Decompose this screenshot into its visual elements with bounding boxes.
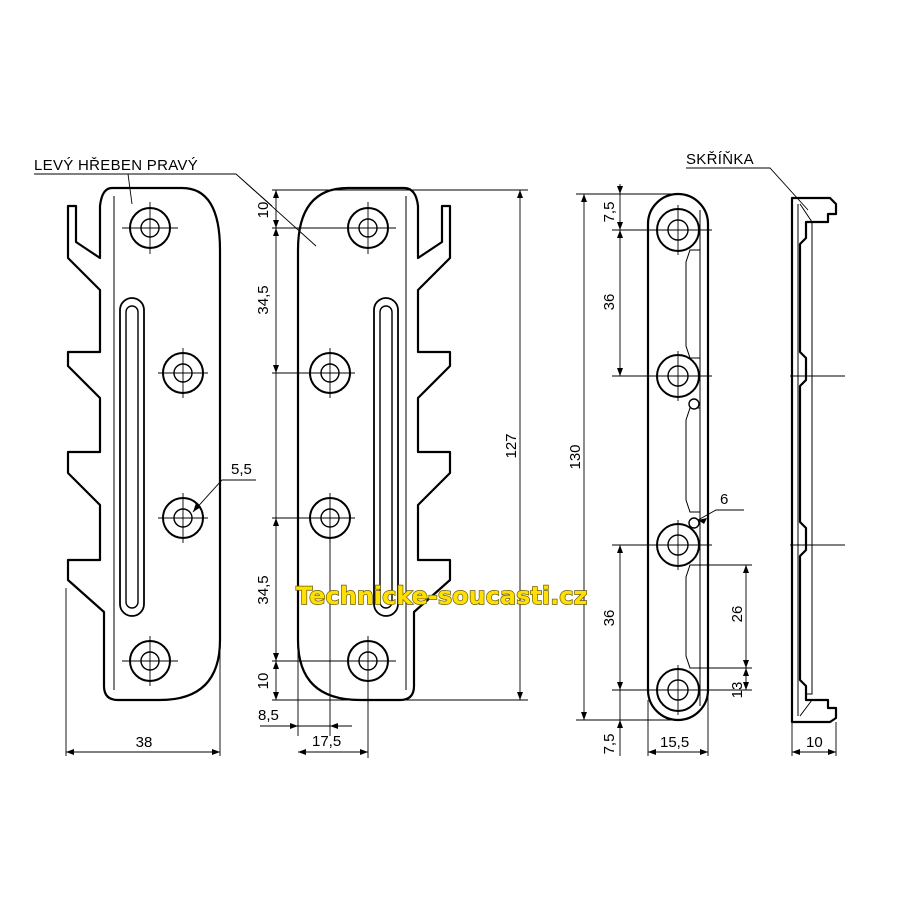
right-comb-holes xyxy=(305,202,396,686)
dim-label-38: 38 xyxy=(136,734,153,751)
dimension-15-5 xyxy=(647,690,709,756)
cabinet-plate-side xyxy=(790,196,845,724)
dimension-26-13 xyxy=(700,564,752,691)
dim-label-10-side: 10 xyxy=(806,734,823,751)
dim-label-5-5: 5,5 xyxy=(231,461,252,478)
dimension-10-side xyxy=(791,722,837,756)
dim-label-36-bottom: 36 xyxy=(601,610,618,627)
dim-label-13: 13 xyxy=(729,682,746,699)
dimension-5-5-leader xyxy=(192,479,256,513)
dim-label-6: 6 xyxy=(720,491,728,508)
dim-label-17-5: 17,5 xyxy=(312,733,341,750)
dimension-chain-left xyxy=(272,189,404,701)
dimension-127 xyxy=(400,189,528,701)
dim-label-7-5-top: 7,5 xyxy=(601,202,618,223)
dim-label-26: 26 xyxy=(729,606,746,623)
cabinet-label-leader xyxy=(686,167,809,211)
dim-label-7-5-bottom: 7,5 xyxy=(601,734,618,755)
dim-label-15-5: 15,5 xyxy=(660,734,689,751)
dim-label-127: 127 xyxy=(503,433,520,458)
dim-label-36-top: 36 xyxy=(601,294,618,311)
left-comb-part xyxy=(66,186,222,702)
dimension-chain-plate xyxy=(612,184,656,756)
right-comb-part xyxy=(296,186,452,702)
left-comb-holes xyxy=(122,202,208,686)
dim-label-top-10: 10 xyxy=(255,202,272,219)
dim-label-bottom-10: 10 xyxy=(255,673,272,690)
dimension-6-leader xyxy=(697,509,744,524)
label-left-right-comb: LEVÝ HŘEBEN PRAVÝ xyxy=(34,157,198,174)
dimension-38 xyxy=(65,588,221,756)
cabinet-plate-front xyxy=(646,192,710,722)
dim-label-34-5-bottom: 34,5 xyxy=(255,575,272,604)
dimension-17-5 xyxy=(298,686,369,758)
dim-label-130: 130 xyxy=(567,444,584,469)
label-cabinet: SKŘÍŇKA xyxy=(686,151,754,168)
watermark-text: Technicke-soucasti.cz xyxy=(296,582,587,610)
dim-label-8-5: 8,5 xyxy=(258,707,279,724)
dim-label-34-5-top: 34,5 xyxy=(255,285,272,314)
dimension-8-5 xyxy=(260,540,352,736)
comb-label-leader xyxy=(34,173,317,247)
cabinet-plate-holes xyxy=(646,205,712,715)
